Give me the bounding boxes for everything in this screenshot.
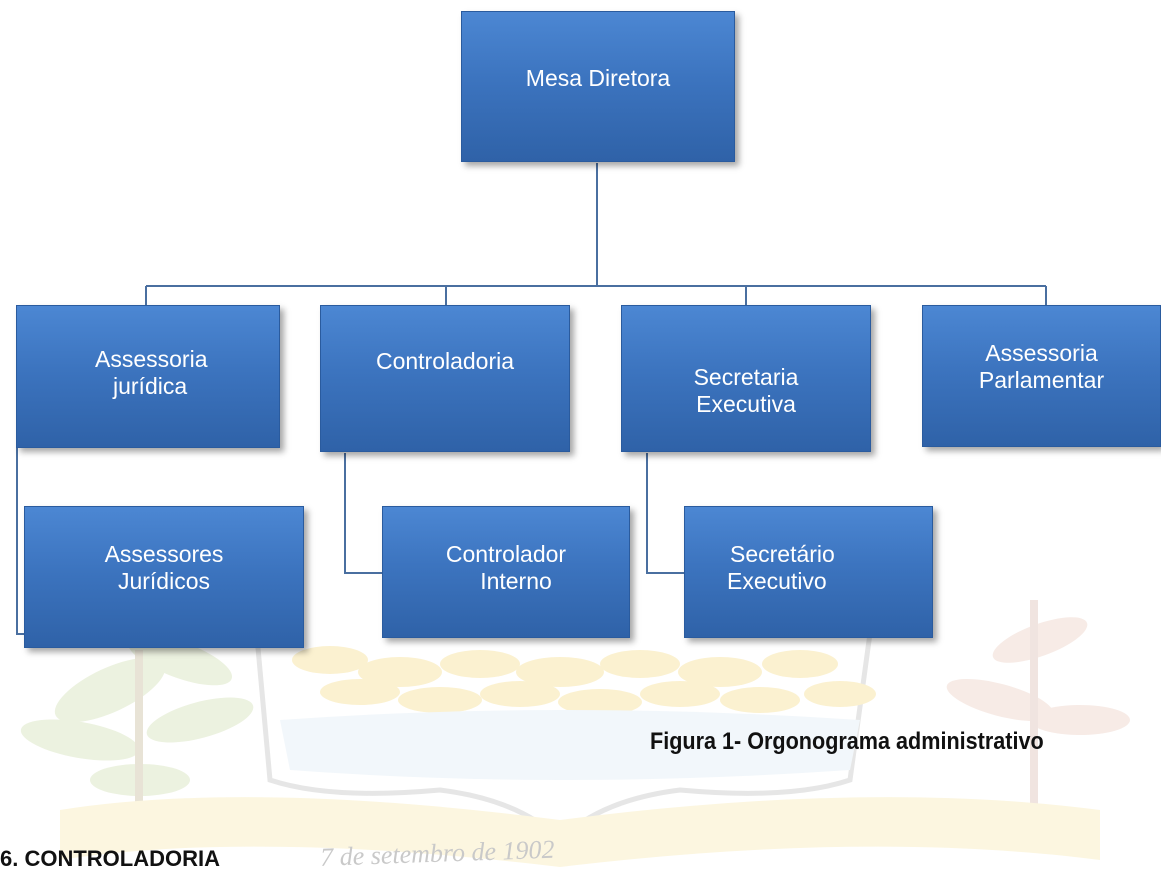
org-box-assessores-juridicos: Assessores Jurídicos (24, 506, 304, 648)
org-box-controladoria: Controladoria (320, 305, 570, 452)
org-box-label: Assessores (104, 541, 224, 567)
watermark-motto: 7 de setembro de 1902 (320, 835, 555, 867)
org-box-secretaria-executiva: Secretaria Executiva (621, 305, 871, 452)
figure-caption: Figura 1- Orgonograma administrativo (650, 728, 1044, 755)
org-box-label: Assessoria (95, 346, 208, 372)
org-box-controlador-interno: Controlador Interno (382, 506, 630, 638)
org-box-label: Secretário (730, 541, 835, 567)
org-box-label: Executivo (727, 568, 827, 594)
org-box-label: Jurídicos (117, 568, 211, 594)
org-box-label: jurídica (113, 373, 188, 399)
org-box-secretario-executivo: Secretário Executivo (684, 506, 933, 638)
org-box-mesa-diretora: Mesa Diretora (461, 11, 735, 162)
org-box-label: Mesa Diretora (525, 65, 671, 91)
org-box-label: Secretaria (693, 364, 799, 390)
org-box-label: Parlamentar (978, 367, 1105, 393)
org-box-label: Executiva (696, 391, 796, 417)
org-box-label: Controlador (445, 541, 567, 567)
org-box-assessoria-juridica: Assessoria jurídica (16, 305, 280, 448)
section-heading: 6. CONTROLADORIA (0, 846, 220, 871)
org-box-label: Interno (480, 568, 552, 594)
org-box-assessoria-parlamentar: Assessoria Parlamentar (922, 305, 1161, 447)
org-box-label: Controladoria (375, 348, 515, 374)
org-box-label: Assessoria (985, 340, 1098, 366)
